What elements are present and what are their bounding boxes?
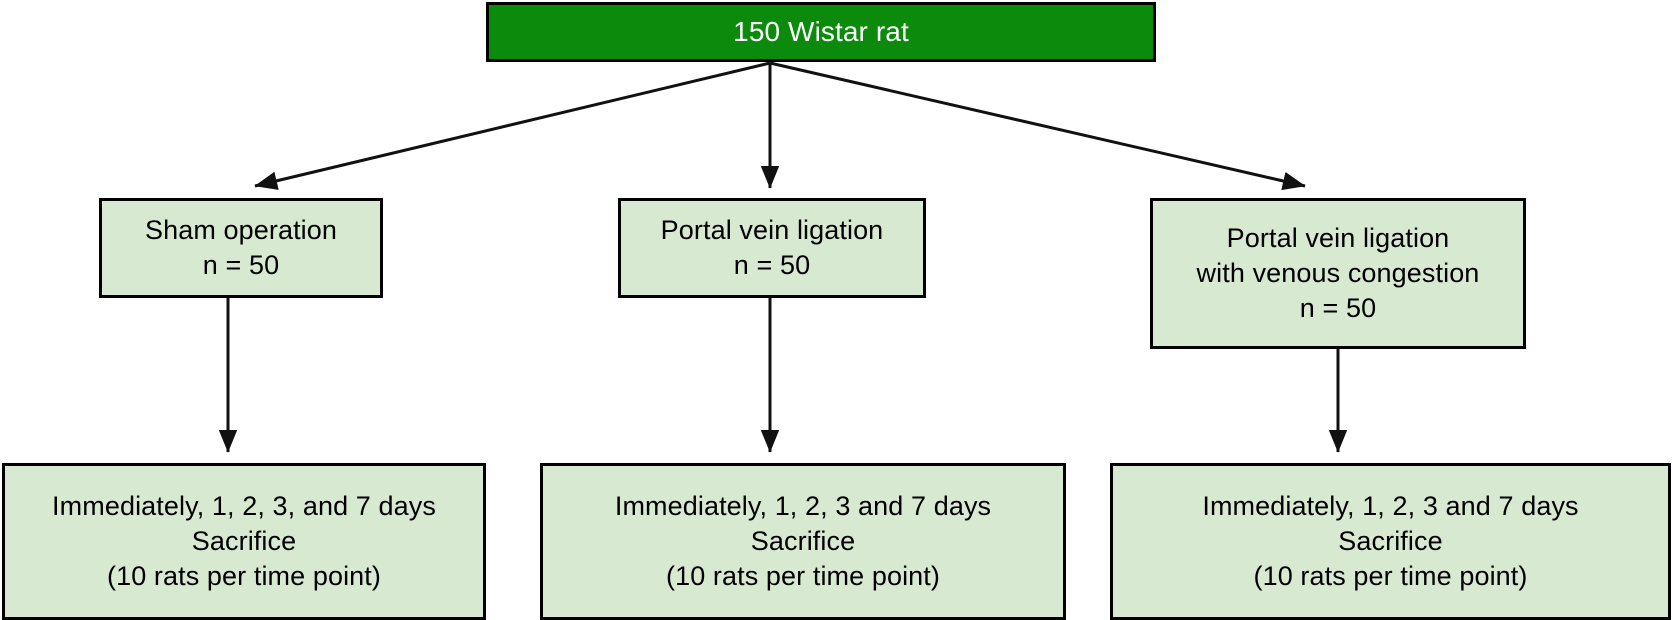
node-outcome-pvl-line-1: Immediately, 1, 2, 3 and 7 days <box>614 490 992 521</box>
node-outcome-pvl-congestion-line-3: (10 rats per time point) <box>1253 561 1528 592</box>
node-group-pvl-line-1: Portal vein ligation <box>660 214 884 245</box>
node-outcome-pvl-sacrifice[interactable]: Immediately, 1, 2, 3 and 7 days Sacrific… <box>540 463 1066 620</box>
node-outcome-pvl-line-3: (10 rats per time point) <box>665 561 940 592</box>
node-outcome-pvl-congestion-line-2: Sacrifice <box>1338 525 1443 556</box>
node-outcome-sham-sacrifice[interactable]: Immediately, 1, 2, 3, and 7 days Sacrifi… <box>2 463 486 620</box>
node-group-portal-vein-ligation-with-venous-congestion[interactable]: Portal vein ligation with venous congest… <box>1150 198 1526 349</box>
edge-root-to-sham <box>254 61 771 190</box>
node-root-150-wistar-rat[interactable]: 150 Wistar rat <box>486 2 1156 62</box>
node-group-pvl-congestion-line-2: with venous congestion <box>1196 257 1480 288</box>
node-outcome-sham-line-3: (10 rats per time point) <box>106 561 381 592</box>
node-group-portal-vein-ligation[interactable]: Portal vein ligation n = 50 <box>618 198 926 298</box>
node-outcome-sham-line-1: Immediately, 1, 2, 3, and 7 days <box>52 490 436 521</box>
node-group-sham-line-1: Sham operation <box>144 214 338 245</box>
node-outcome-pvl-congestion-sacrifice[interactable]: Immediately, 1, 2, 3 and 7 days Sacrific… <box>1110 463 1671 620</box>
node-outcome-pvl-line-2: Sacrifice <box>750 525 856 556</box>
node-group-pvl-line-2: n = 50 <box>733 250 811 280</box>
node-group-sham-operation[interactable]: Sham operation n = 50 <box>99 198 383 298</box>
node-group-sham-line-2: n = 50 <box>202 250 280 280</box>
node-group-pvl-congestion-line-1: Portal vein ligation <box>1226 222 1450 253</box>
node-outcome-sham-line-2: Sacrifice <box>191 525 297 556</box>
node-group-pvl-congestion-line-3: n = 50 <box>1299 293 1377 324</box>
edge-root-to-pvl-congestion <box>769 61 1306 191</box>
node-root-line-1: 150 Wistar rat <box>733 15 909 47</box>
node-outcome-pvl-congestion-line-1: Immediately, 1, 2, 3 and 7 days <box>1202 490 1579 521</box>
